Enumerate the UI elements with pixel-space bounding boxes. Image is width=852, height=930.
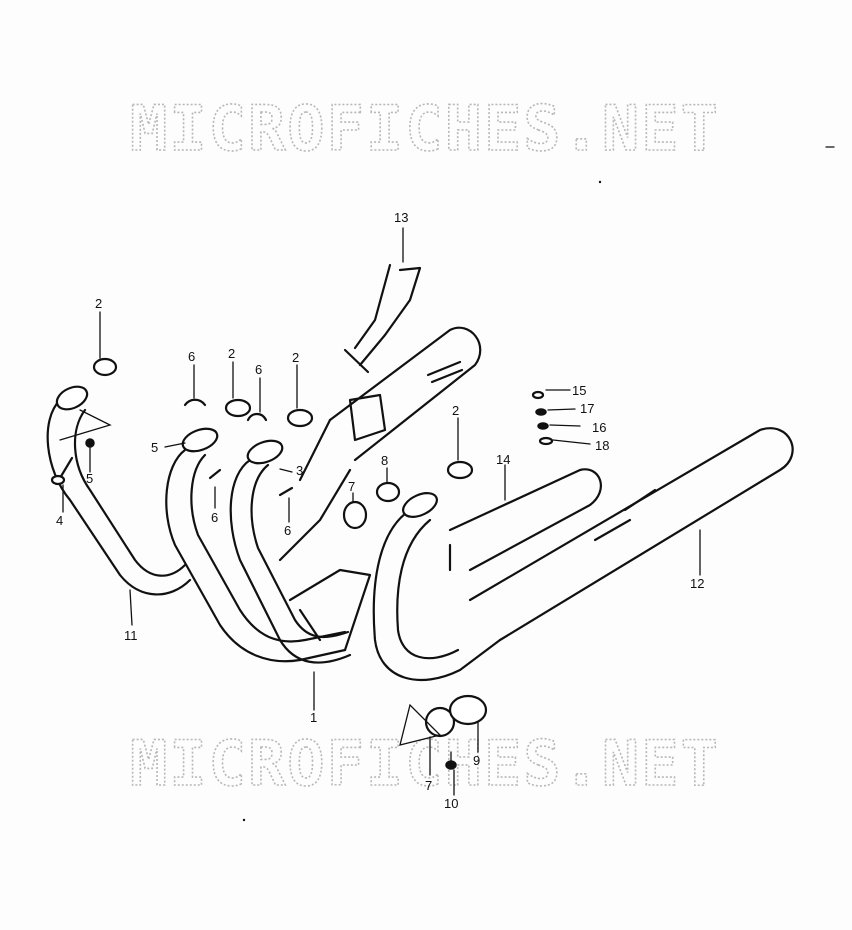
callout-6: 6	[211, 510, 218, 525]
gasket-7-8	[342, 481, 456, 738]
callout-11: 11	[124, 628, 138, 643]
reference-lines	[59, 409, 442, 746]
callout-12: 12	[690, 576, 704, 591]
callout-7: 7	[348, 479, 355, 494]
split-ring-6	[183, 398, 294, 497]
muffler-12	[468, 427, 794, 642]
callout-13: 13	[394, 210, 408, 225]
gasket-2	[92, 357, 474, 480]
bolt-4	[50, 456, 74, 486]
callout-labels: 1 2 2 2 2 3 4 5 5 6 6 6 6 7 7 8 9 10 11 …	[56, 210, 704, 811]
callout-16: 16	[592, 420, 606, 435]
callout-2: 2	[292, 350, 299, 365]
exhaust-pipe-1	[165, 427, 372, 664]
callout-14: 14	[496, 452, 510, 467]
callout-4: 4	[56, 513, 63, 528]
callout-6: 6	[188, 349, 195, 364]
exhaust-pipe-right	[372, 492, 502, 682]
stray-dot	[598, 180, 602, 184]
exhaust-pipe-11	[46, 385, 192, 596]
callout-5: 5	[151, 440, 158, 455]
bracket-13	[343, 263, 422, 374]
callout-6: 6	[255, 362, 262, 377]
clamp-9	[448, 694, 488, 726]
nut-5	[85, 438, 95, 448]
stray-dot	[242, 818, 246, 822]
callout-1: 1	[310, 710, 317, 725]
callout-5: 5	[86, 471, 93, 486]
y-pipe-14	[448, 468, 602, 572]
bolt-10	[445, 751, 457, 770]
callout-8: 8	[381, 453, 388, 468]
callout-2: 2	[228, 346, 235, 361]
callout-17: 17	[580, 401, 594, 416]
callout-2: 2	[95, 296, 102, 311]
leader-lines	[62, 227, 701, 796]
watermark-top: MICROFICHES.NET	[130, 92, 720, 165]
callout-18: 18	[595, 438, 609, 453]
callout-2: 2	[452, 403, 459, 418]
callout-7: 7	[425, 778, 432, 793]
muffler-left	[278, 326, 482, 562]
callout-9: 9	[473, 753, 480, 768]
callout-6: 6	[284, 523, 291, 538]
callout-15: 15	[572, 383, 586, 398]
callout-3: 3	[296, 463, 303, 478]
hardware-15-18	[531, 390, 554, 446]
callout-10: 10	[444, 796, 458, 811]
